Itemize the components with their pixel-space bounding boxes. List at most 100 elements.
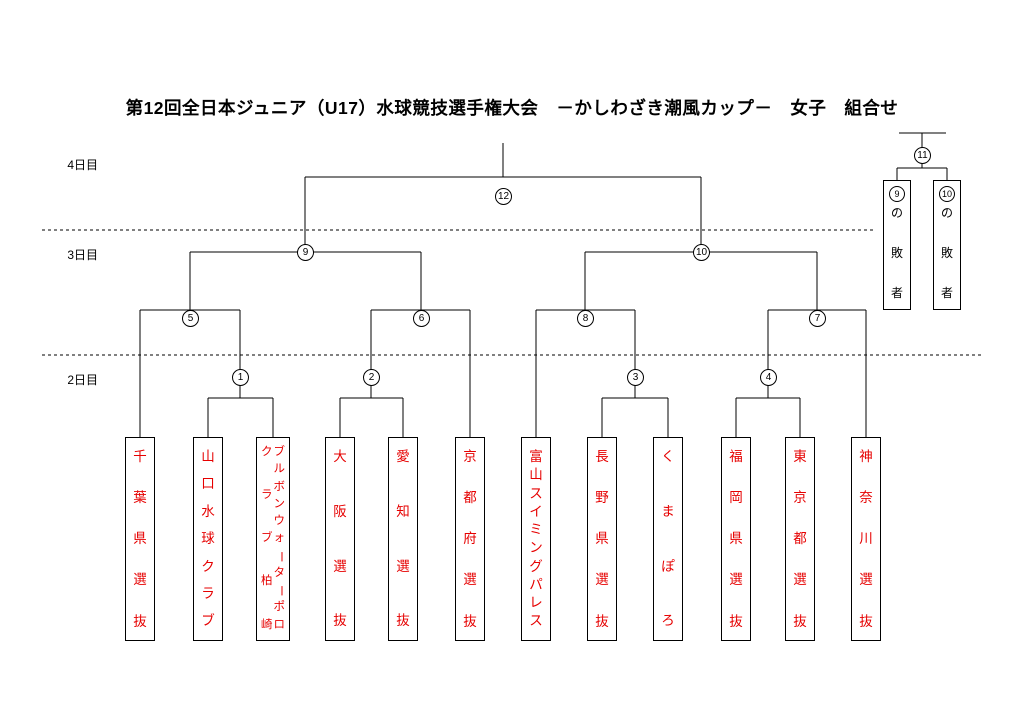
vertical-char: 府 (463, 531, 477, 547)
team-box-tokyo: 東京都選抜 (785, 437, 815, 641)
match-1-badge: 1 (232, 369, 249, 386)
loser-slot-match-9: 9 の敗者 (883, 180, 911, 310)
page-title: 第12回全日本ジュニア（U17）水球競技選手権大会 －かしわざき潮風カップ－ 女… (125, 98, 899, 118)
vertical-char: 県 (133, 531, 147, 547)
vertical-char: 抜 (133, 613, 147, 629)
vertical-char: 選 (396, 558, 410, 574)
vertical-char: 選 (463, 572, 477, 588)
char-column: 大阪選抜 (333, 450, 347, 628)
match-10-ref-badge: 10 (939, 186, 955, 202)
vertical-char: ク (261, 446, 273, 458)
vertical-char: 球 (201, 531, 215, 547)
team-box-kanagawa: 神奈川選抜 (851, 437, 881, 641)
vertical-char: 敗 (940, 246, 953, 260)
vertical-char: 水 (201, 503, 215, 519)
vertical-char: 愛 (396, 449, 410, 464)
vertical-char: ブ (201, 613, 215, 629)
vertical-char: 口 (201, 476, 215, 492)
vertical-char: 葉 (133, 490, 147, 506)
vertical-char: タ (273, 566, 286, 579)
vertical-char: レ (529, 595, 543, 611)
team-name: 富山スイミングパレス (522, 450, 550, 628)
team-box-yamaguchi: 山口水球クラブ (193, 437, 223, 641)
vertical-char: ボ (273, 480, 286, 493)
vertical-char: く (661, 449, 675, 464)
vertical-char: ブ (273, 446, 286, 458)
team-name: 山口水球クラブ (194, 450, 222, 628)
match-2-badge: 2 (363, 369, 380, 386)
vertical-char: ウ (273, 515, 286, 527)
vertical-char: 阪 (333, 503, 347, 519)
team-box-chiba: 千葉県選抜 (125, 437, 155, 641)
char-column: 東京都選抜 (793, 450, 807, 628)
team-name: 大阪選抜 (326, 450, 354, 628)
team-name: 長野県選抜 (588, 450, 616, 628)
vertical-char: ォ (273, 532, 286, 545)
vertical-char: 長 (595, 449, 609, 464)
vertical-char: ま (661, 503, 675, 519)
day-label-2: 2日目 (67, 373, 98, 387)
vertical-char: 抜 (793, 613, 807, 629)
vertical-char: 山 (529, 467, 543, 483)
match-11-badge: 11 (914, 147, 931, 164)
day-label-3: 3日目 (67, 248, 98, 262)
vertical-char: ン (529, 540, 543, 556)
match-9-badge: 9 (297, 244, 314, 261)
vertical-char: 富 (529, 449, 543, 464)
vertical-char: ぽ (661, 558, 675, 574)
vertical-char: 抜 (859, 613, 873, 629)
team-name: 福岡県選抜 (722, 450, 750, 628)
vertical-char: ラ (261, 489, 273, 502)
team-name: 京都府選抜 (456, 450, 484, 628)
vertical-char: ス (529, 485, 543, 501)
char-column: くまぽろ (661, 450, 675, 628)
vertical-char: 者 (890, 286, 903, 300)
vertical-char: ク (201, 558, 215, 574)
vertical-char: 都 (463, 490, 477, 506)
match-6-badge: 6 (413, 310, 430, 327)
vertical-char: 選 (859, 572, 873, 588)
team-box-nagano: 長野県選抜 (587, 437, 617, 641)
loser-label: の敗者 (884, 207, 910, 299)
team-box-toyama-swimming-palace: 富山スイミングパレス (521, 437, 551, 641)
vertical-char: ル (273, 463, 286, 476)
vertical-char: 奈 (859, 490, 873, 506)
team-box-aichi: 愛知選抜 (388, 437, 418, 641)
vertical-char: 抜 (729, 613, 743, 629)
match-5-badge: 5 (182, 310, 199, 327)
char-column: 長野県選抜 (595, 450, 609, 628)
vertical-char: 抜 (595, 613, 609, 629)
vertical-char: 柏 (261, 575, 273, 588)
team-box-bourbon-kashiwazaki: ブルボンウォーターポロクラブ柏崎 (256, 437, 290, 641)
char-column: 富山スイミングパレス (529, 450, 543, 628)
vertical-char: 者 (940, 286, 953, 300)
vertical-char: 抜 (463, 613, 477, 629)
vertical-char: 東 (793, 449, 807, 464)
vertical-char: 敗 (890, 246, 903, 260)
vertical-char: 都 (793, 531, 807, 547)
vertical-char: 選 (333, 558, 347, 574)
match-3-badge: 3 (627, 369, 644, 386)
vertical-char: 川 (859, 531, 873, 547)
vertical-char: 福 (729, 449, 743, 464)
match-4-badge: 4 (760, 369, 777, 386)
vertical-char: の (940, 206, 953, 220)
team-name: ブルボンウォーターポロクラブ柏崎 (257, 446, 289, 631)
vertical-char: 崎 (261, 618, 273, 631)
day-label-4: 4日目 (67, 158, 98, 172)
vertical-char: イ (529, 503, 543, 519)
vertical-char: 選 (729, 572, 743, 588)
vertical-char: 岡 (729, 490, 743, 506)
vertical-char: グ (529, 558, 543, 574)
vertical-char: 知 (396, 503, 410, 519)
vertical-char: 選 (133, 572, 147, 588)
vertical-char: ー (274, 585, 286, 597)
team-name: 神奈川選抜 (852, 450, 880, 628)
vertical-char: ラ (201, 586, 215, 602)
vertical-char: ろ (661, 613, 675, 629)
vertical-char: 選 (595, 572, 609, 588)
vertical-char: ポ (273, 601, 286, 614)
vertical-char: 大 (333, 449, 347, 464)
vertical-char: 選 (793, 572, 807, 588)
